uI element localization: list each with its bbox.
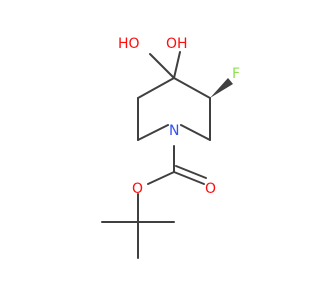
atom-label-n: N	[169, 123, 179, 139]
atom-label-f: F	[232, 66, 240, 82]
atom-label-ester-o: O	[132, 181, 143, 197]
molecule-diagram: HO OH F N O O	[101, 36, 240, 259]
bond-ring-c5-c4	[137, 77, 175, 99]
atom-label-ho: HO	[118, 36, 140, 52]
bond-ring-c2-n	[180, 124, 211, 141]
bond-ring-n-c6	[137, 124, 169, 141]
bond-ring-c4-c3	[173, 77, 211, 99]
atom-labels: HO OH F N O O	[118, 36, 240, 197]
bond-carbonyl-double-a	[173, 171, 205, 185]
bond-carbonyl-double-b	[175, 165, 207, 179]
atom-label-carbonyl-o: O	[205, 181, 216, 197]
bonds-main	[137, 51, 211, 141]
atom-label-oh: OH	[166, 36, 188, 52]
bond-c4-oh-left	[149, 53, 175, 79]
stereo-wedge-c3-f	[210, 78, 233, 98]
bond-c4-oh-right	[173, 51, 181, 79]
bond-carbonyl-ester-o	[147, 171, 175, 185]
